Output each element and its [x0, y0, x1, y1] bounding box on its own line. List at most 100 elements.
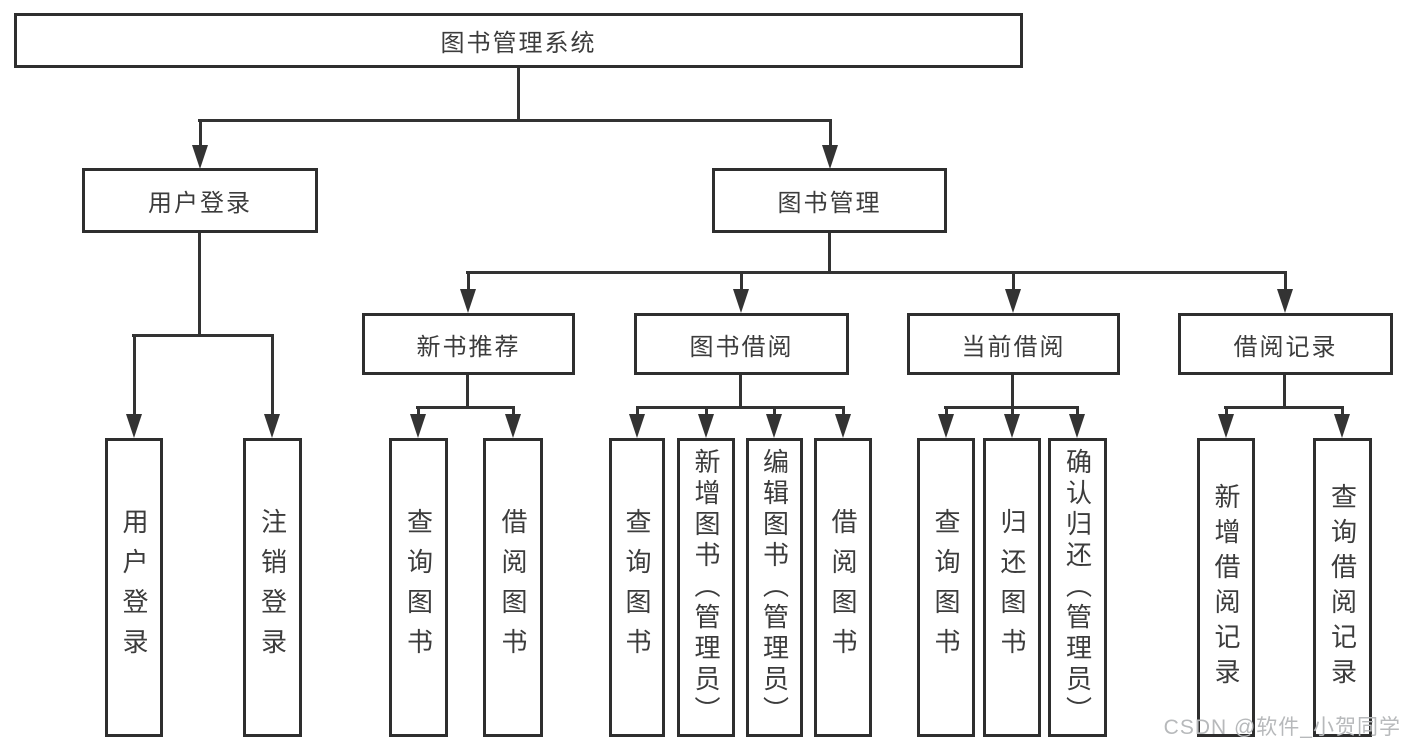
- arrow-to-leaf-add-record: [1218, 406, 1234, 438]
- leaf-user-login-label: 用户登录: [119, 507, 149, 668]
- leaf-query-books-2: 查询图书: [609, 438, 665, 737]
- arrow-to-leaf-borrow-books-1: [505, 406, 521, 438]
- arrow-to-current-borrowing: [1005, 271, 1021, 313]
- leaf-add-books-admin-label: 新增图书（管理员）: [691, 448, 721, 727]
- arrow-stem: [828, 119, 832, 145]
- arrow-to-leaf-confirm-return: [1069, 406, 1085, 438]
- arrow-head-icon: [1005, 289, 1021, 313]
- arrow-stem: [704, 406, 708, 414]
- connector-borrowing-records-stem: [1283, 375, 1286, 409]
- leaf-add-borrow-record: 新增借阅记录: [1197, 438, 1255, 737]
- node-book-management-label: 图书管理: [777, 190, 882, 217]
- leaf-add-borrow-record-label: 新增借阅记录: [1211, 482, 1241, 693]
- arrow-head-icon: [1218, 414, 1234, 438]
- arrow-head-icon: [1004, 414, 1020, 438]
- arrow-head-icon: [766, 414, 782, 438]
- arrow-stem: [511, 406, 515, 414]
- arrow-to-borrowing-records: [1277, 271, 1293, 313]
- arrow-to-leaf-edit-books: [766, 406, 782, 438]
- leaf-query-borrow-record: 查询借阅记录: [1313, 438, 1372, 737]
- node-root: 图书管理系统: [14, 13, 1023, 68]
- arrow-head-icon: [126, 414, 142, 438]
- leaf-query-books-1-label: 查询图书: [403, 507, 434, 668]
- connector-root-branch: [198, 119, 832, 122]
- arrow-stem: [739, 271, 743, 289]
- connector-book-management-branch: [466, 271, 1287, 274]
- arrow-stem: [270, 334, 274, 414]
- node-current-borrowing: 当前借阅: [907, 313, 1120, 375]
- arrow-head-icon: [1069, 414, 1085, 438]
- arrow-stem: [1224, 406, 1228, 414]
- node-book-borrowing: 图书借阅: [634, 313, 849, 375]
- arrow-stem: [1011, 271, 1015, 289]
- connector-user-login-stem: [198, 233, 201, 337]
- connector-book-management-stem: [828, 233, 831, 274]
- node-borrowing-records: 借阅记录: [1178, 313, 1393, 375]
- arrow-head-icon: [629, 414, 645, 438]
- arrow-to-leaf-user-login: [126, 334, 142, 438]
- leaf-query-borrow-record-label: 查询借阅记录: [1327, 482, 1358, 693]
- arrow-stem: [1010, 406, 1014, 414]
- node-current-borrowing-label: 当前借阅: [961, 333, 1066, 361]
- arrow-to-leaf-query-books-1: [410, 406, 426, 438]
- leaf-confirm-return-admin-label: 确认归还（管理员）: [1062, 448, 1093, 727]
- node-user-login-label: 用户登录: [148, 190, 252, 217]
- arrow-to-leaf-add-books: [698, 406, 714, 438]
- leaf-add-books-admin: 新增图书（管理员）: [677, 438, 735, 737]
- leaf-logout: 注销登录: [243, 438, 302, 737]
- arrow-head-icon: [1334, 414, 1350, 438]
- arrow-stem: [198, 119, 202, 145]
- leaf-logout-label: 注销登录: [257, 507, 288, 668]
- csdn-watermark: CSDN @软件_小贺同学: [1163, 716, 1401, 739]
- arrow-head-icon: [460, 289, 476, 313]
- arrow-to-book-borrowing: [733, 271, 749, 313]
- arrow-stem: [772, 406, 776, 414]
- connector-book-borrowing-stem: [739, 375, 742, 409]
- arrow-stem: [416, 406, 420, 414]
- arrow-head-icon: [938, 414, 954, 438]
- connector-user-login-branch: [132, 334, 274, 337]
- leaf-query-books-2-label: 查询图书: [622, 507, 652, 668]
- arrow-to-leaf-logout: [264, 334, 280, 438]
- arrow-stem: [1283, 271, 1287, 289]
- leaf-edit-books-admin-label: 编辑图书（管理员）: [759, 448, 790, 727]
- connector-borrowing-records-branch: [1224, 406, 1344, 409]
- arrow-head-icon: [192, 145, 208, 169]
- arrow-head-icon: [698, 414, 714, 438]
- node-book-borrowing-label: 图书借阅: [689, 333, 794, 361]
- arrow-stem: [944, 406, 948, 414]
- leaf-edit-books-admin: 编辑图书（管理员）: [746, 438, 803, 737]
- arrow-stem: [466, 271, 470, 289]
- arrow-to-leaf-query-record: [1334, 406, 1350, 438]
- arrow-stem: [132, 334, 136, 414]
- connector-root-stem: [517, 68, 520, 122]
- node-root-label: 图书管理系统: [440, 30, 597, 57]
- node-new-book-recommend-label: 新书推荐: [416, 333, 521, 361]
- arrow-to-leaf-query-books-3: [938, 406, 954, 438]
- node-borrowing-records-label: 借阅记录: [1233, 333, 1338, 361]
- leaf-return-books: 归还图书: [983, 438, 1041, 737]
- leaf-borrow-books-1: 借阅图书: [483, 438, 543, 737]
- leaf-return-books-label: 归还图书: [997, 507, 1027, 668]
- connector-current-borrowing-stem: [1011, 375, 1014, 409]
- arrow-head-icon: [505, 414, 521, 438]
- arrow-to-book-management: [822, 119, 838, 169]
- connector-new-book-recommend-stem: [466, 375, 469, 409]
- arrow-head-icon: [1277, 289, 1293, 313]
- arrow-head-icon: [410, 414, 426, 438]
- arrow-stem: [635, 406, 639, 414]
- leaf-query-books-1: 查询图书: [389, 438, 448, 737]
- leaf-borrow-books-2-label: 借阅图书: [828, 507, 858, 668]
- arrow-to-leaf-borrow-books-2: [835, 406, 851, 438]
- leaf-query-books-3-label: 查询图书: [931, 507, 961, 668]
- node-book-management: 图书管理: [712, 168, 947, 233]
- arrow-to-user-login: [192, 119, 208, 169]
- arrow-to-leaf-return-books: [1004, 406, 1020, 438]
- leaf-query-books-3: 查询图书: [917, 438, 975, 737]
- arrow-stem: [1340, 406, 1344, 414]
- arrow-to-new-book-recommend: [460, 271, 476, 313]
- arrow-stem: [1075, 406, 1079, 414]
- arrow-to-leaf-query-books-2: [629, 406, 645, 438]
- arrow-head-icon: [264, 414, 280, 438]
